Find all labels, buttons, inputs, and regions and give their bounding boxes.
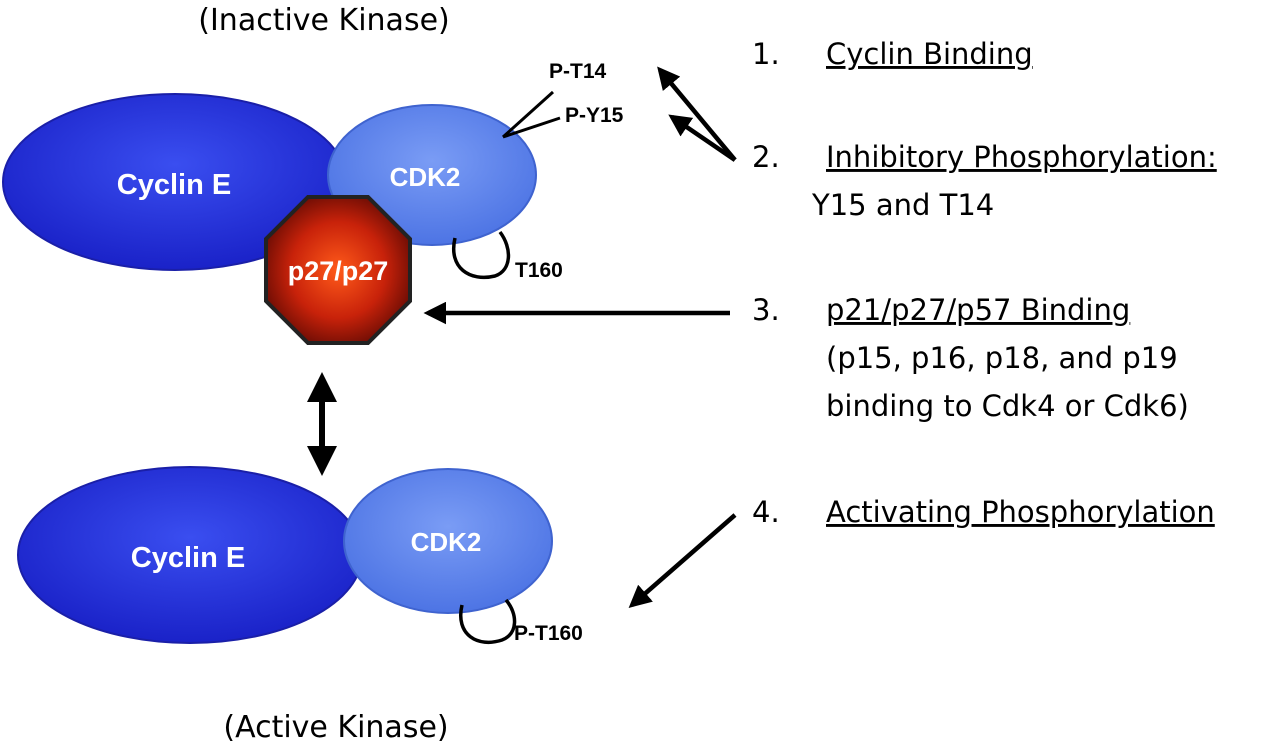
step3-number: 3. (752, 293, 780, 327)
p27-inhibitor-label: p27/p27 (288, 256, 389, 286)
pt14-line (501, 90, 555, 139)
active-cyclin-e-label: Cyclin E (131, 542, 245, 574)
active-cdk2-label: CDK2 (411, 527, 482, 557)
step1-arrow (657, 66, 737, 162)
step2-detail: Y15 and T14 (811, 188, 994, 222)
step4-title: Activating Phosphorylation (826, 495, 1215, 529)
step2-title: Inhibitory Phosphorylation: (826, 140, 1217, 174)
inactive-cdk2-label: CDK2 (390, 162, 461, 192)
inactive-kinase-caption: (Inactive Kinase) (198, 3, 449, 38)
inactive-t-loop (451, 230, 511, 279)
step4-number: 4. (752, 495, 780, 529)
site-pt160-label: P-T160 (514, 622, 583, 645)
active-t-loop (459, 598, 517, 645)
step2-arrow (668, 114, 737, 162)
inactive-complex: Cyclin E CDK2 T160 p27/p27 P-T14 P-Y15 (2, 60, 624, 345)
py15-line (502, 116, 561, 139)
inactive-cyclin-e-label: Cyclin E (117, 169, 231, 201)
active-kinase-caption: (Active Kinase) (223, 710, 448, 745)
active-complex: Cyclin E CDK2 P-T160 (17, 466, 583, 645)
step2-number: 2. (752, 140, 780, 174)
p27-inhibitor-octagon (264, 195, 412, 345)
site-t160-label: T160 (515, 259, 563, 282)
step1-title: Cyclin Binding (826, 37, 1033, 71)
active-cdk2-shape (343, 468, 553, 614)
site-pt14-label: P-T14 (549, 60, 607, 83)
step3-title: p21/p27/p57 Binding (826, 293, 1130, 327)
step3-detail-line2: binding to Cdk4 or Cdk6) (826, 389, 1189, 423)
site-py15-label: P-Y15 (565, 104, 624, 127)
step4-arrow (628, 513, 737, 608)
step3-detail-line1: (p15, p16, p18, and p19 (826, 341, 1178, 375)
steps-list: 1. Cyclin Binding 2. Inhibitory Phosphor… (752, 37, 1217, 529)
step1-number: 1. (752, 37, 780, 71)
